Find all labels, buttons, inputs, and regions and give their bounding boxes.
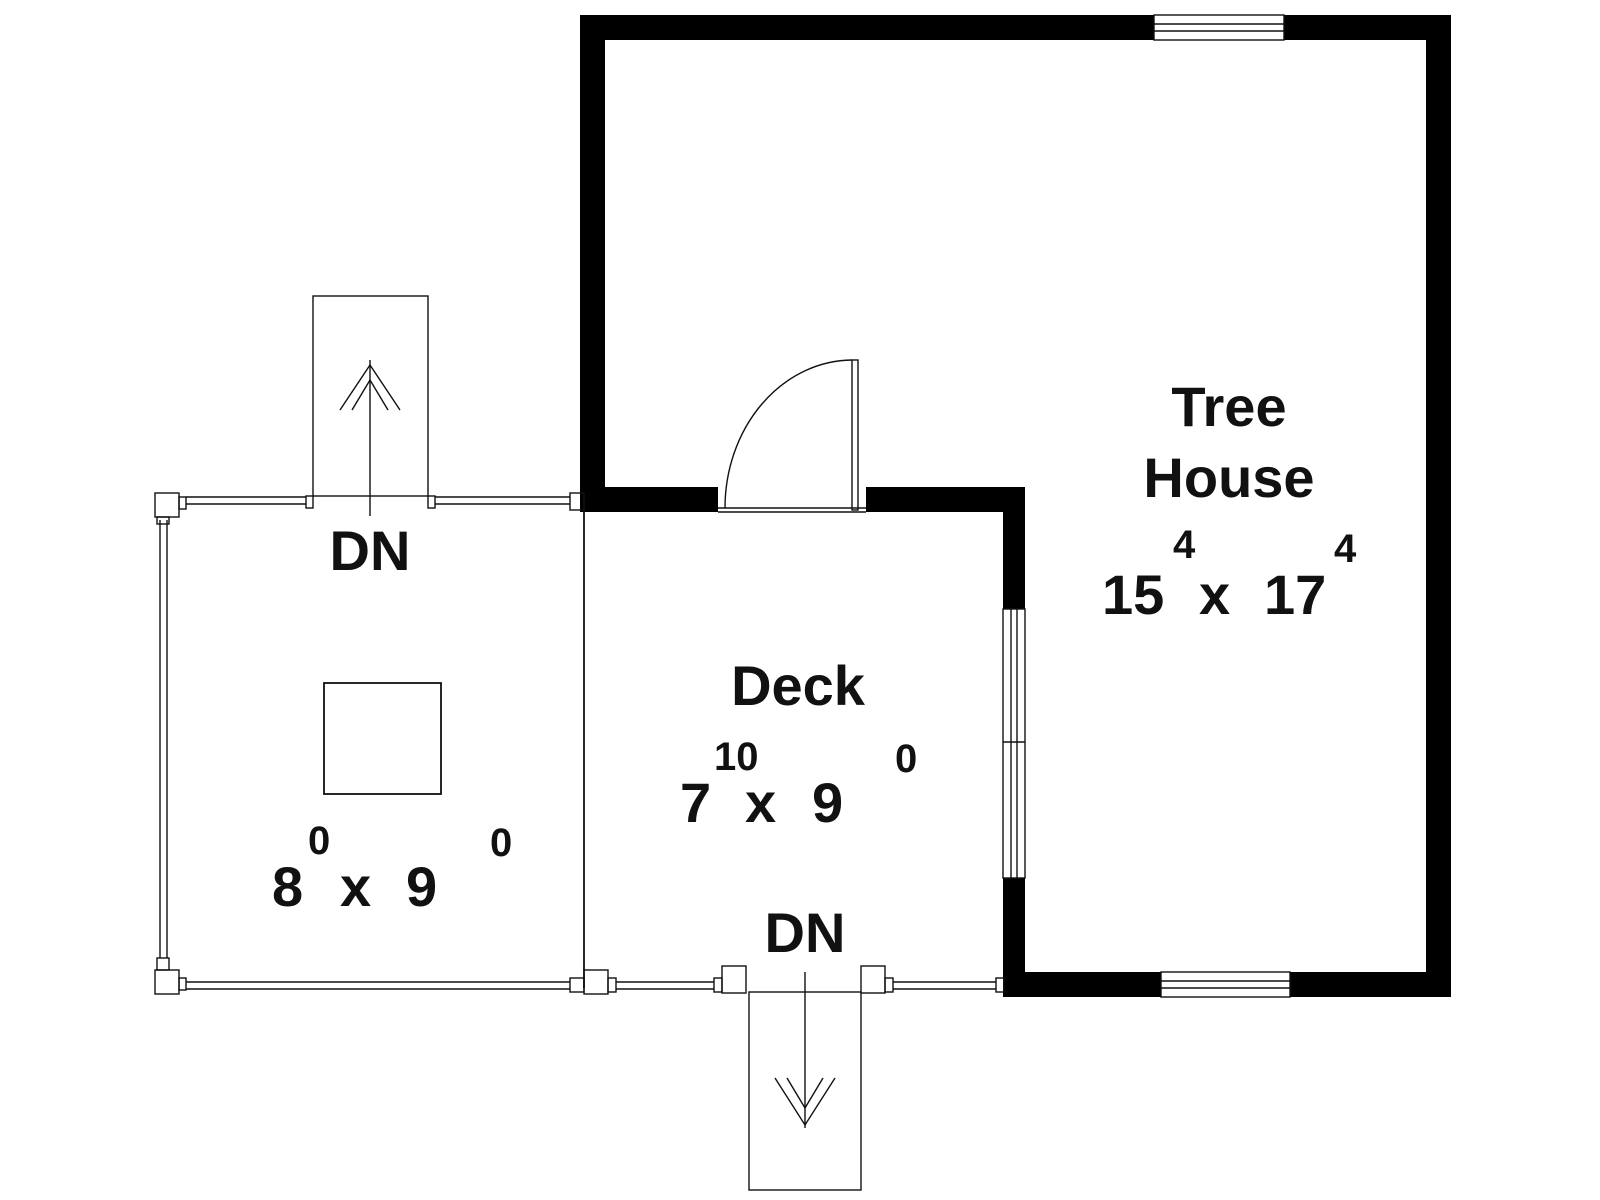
tree-house-name-line1: Tree bbox=[1171, 375, 1286, 438]
tree-house-name-line2: House bbox=[1143, 446, 1314, 509]
platform-hatch bbox=[323, 682, 442, 795]
tree-house-by: x bbox=[1199, 563, 1230, 626]
bottom-stairs bbox=[748, 972, 862, 1191]
platform-by: x bbox=[340, 855, 371, 918]
platform-length-ft: 9 bbox=[406, 855, 437, 918]
deck-length-in: 0 bbox=[895, 737, 917, 781]
deck-width-ft: 7 bbox=[680, 771, 711, 834]
tree-house-width-in: 4 bbox=[1173, 523, 1196, 567]
platform-length-in: 0 bbox=[490, 821, 512, 865]
tree-house-top-wall-left bbox=[580, 15, 1154, 40]
top-stairs-label: DN bbox=[330, 519, 411, 582]
tree-house-bottom-wall-right bbox=[1290, 972, 1451, 997]
tree-house-top-wall-right bbox=[1284, 15, 1451, 40]
top-window bbox=[1153, 14, 1285, 41]
tree-house-width-ft: 15 bbox=[1102, 563, 1164, 626]
tree-house-bottom-wall-left bbox=[1003, 972, 1161, 997]
deck-width-in: 10 bbox=[714, 735, 759, 779]
platform-width-in: 0 bbox=[308, 819, 330, 863]
tree-house-length-in: 4 bbox=[1334, 527, 1357, 571]
deck-outline bbox=[583, 510, 1005, 995]
tree-house-right-wall bbox=[1426, 15, 1451, 997]
inner-wall-upper bbox=[1003, 487, 1025, 609]
deck-wall-left-of-door bbox=[580, 487, 718, 512]
top-stairs bbox=[312, 295, 429, 516]
bottom-stairs-label: DN bbox=[765, 901, 846, 964]
platform-outline bbox=[154, 492, 585, 995]
deck-name: Deck bbox=[731, 654, 866, 717]
deck-wall-right-of-door bbox=[866, 487, 1025, 512]
inner-wall-lower bbox=[1003, 878, 1025, 997]
side-window bbox=[1002, 608, 1026, 879]
tree-house-walls bbox=[580, 15, 1451, 997]
up-arrow-icon bbox=[339, 363, 401, 411]
down-arrow-icon bbox=[774, 1077, 836, 1127]
platform-width-ft: 8 bbox=[272, 855, 303, 918]
bottom-window bbox=[1160, 971, 1291, 998]
deck-by: x bbox=[745, 771, 776, 834]
door bbox=[718, 359, 866, 513]
tree-house-length-ft: 17 bbox=[1264, 563, 1326, 626]
tree-house-left-wall bbox=[580, 15, 605, 512]
deck-length-ft: 9 bbox=[812, 771, 843, 834]
